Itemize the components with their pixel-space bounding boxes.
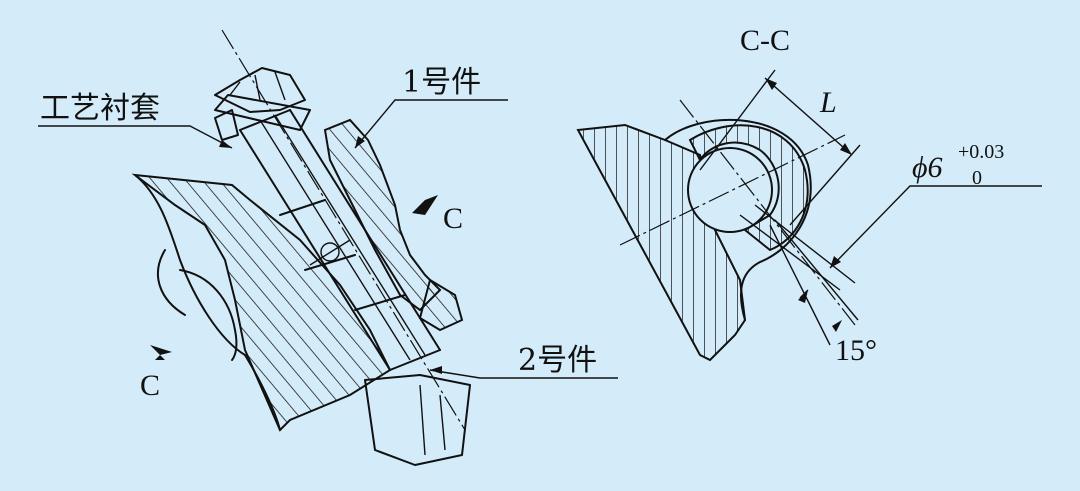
leader-process-bushing xyxy=(38,125,233,149)
dim-l-line xyxy=(764,77,853,156)
leader-diameter xyxy=(829,185,1042,269)
dim-l-ext-1 xyxy=(699,69,776,171)
leader-part1 xyxy=(354,99,508,149)
bolt xyxy=(239,109,441,371)
bolt-centerline xyxy=(221,29,466,431)
body-section-upper xyxy=(131,173,392,432)
section-centerline-a xyxy=(679,99,856,326)
label-tol-lower: 0 xyxy=(972,167,982,189)
label-part1: 1号件 xyxy=(402,65,481,100)
body-left-arc xyxy=(156,249,186,316)
hole-circle xyxy=(687,147,773,233)
label-section-c-lower: C xyxy=(140,369,160,402)
body-outer-curve xyxy=(134,174,281,431)
dim-l-ext-2 xyxy=(789,144,861,226)
label-angle: 15° xyxy=(835,334,877,367)
label-diameter: ϕ6 xyxy=(912,151,943,184)
main-view xyxy=(38,29,618,466)
label-process-bushing: 工艺衬套 xyxy=(40,91,160,126)
center-mark xyxy=(309,239,351,266)
part2-hatch xyxy=(419,384,446,456)
angle-line-2 xyxy=(774,219,859,321)
section-arrow-c-upper xyxy=(412,195,438,215)
bushing-shoulder xyxy=(418,278,464,332)
label-dim-length: L xyxy=(819,86,837,119)
label-section-title: C-C xyxy=(740,24,790,57)
angle-line-1 xyxy=(769,224,831,346)
bushing-section xyxy=(323,118,442,312)
part2-block xyxy=(364,374,471,466)
leader-part2 xyxy=(429,369,618,379)
nut xyxy=(214,67,311,141)
label-part2: 2号件 xyxy=(518,343,597,378)
dim-dia-ext-2 xyxy=(754,204,856,284)
section-arrow-c-lower xyxy=(150,345,172,360)
section-view xyxy=(576,69,1042,362)
body-inner-arc xyxy=(179,269,238,361)
label-tol-upper: +0.03 xyxy=(958,141,1004,163)
section-ring xyxy=(688,124,809,252)
label-section-c-upper: C xyxy=(443,202,463,235)
section-centerline-b xyxy=(619,134,846,246)
